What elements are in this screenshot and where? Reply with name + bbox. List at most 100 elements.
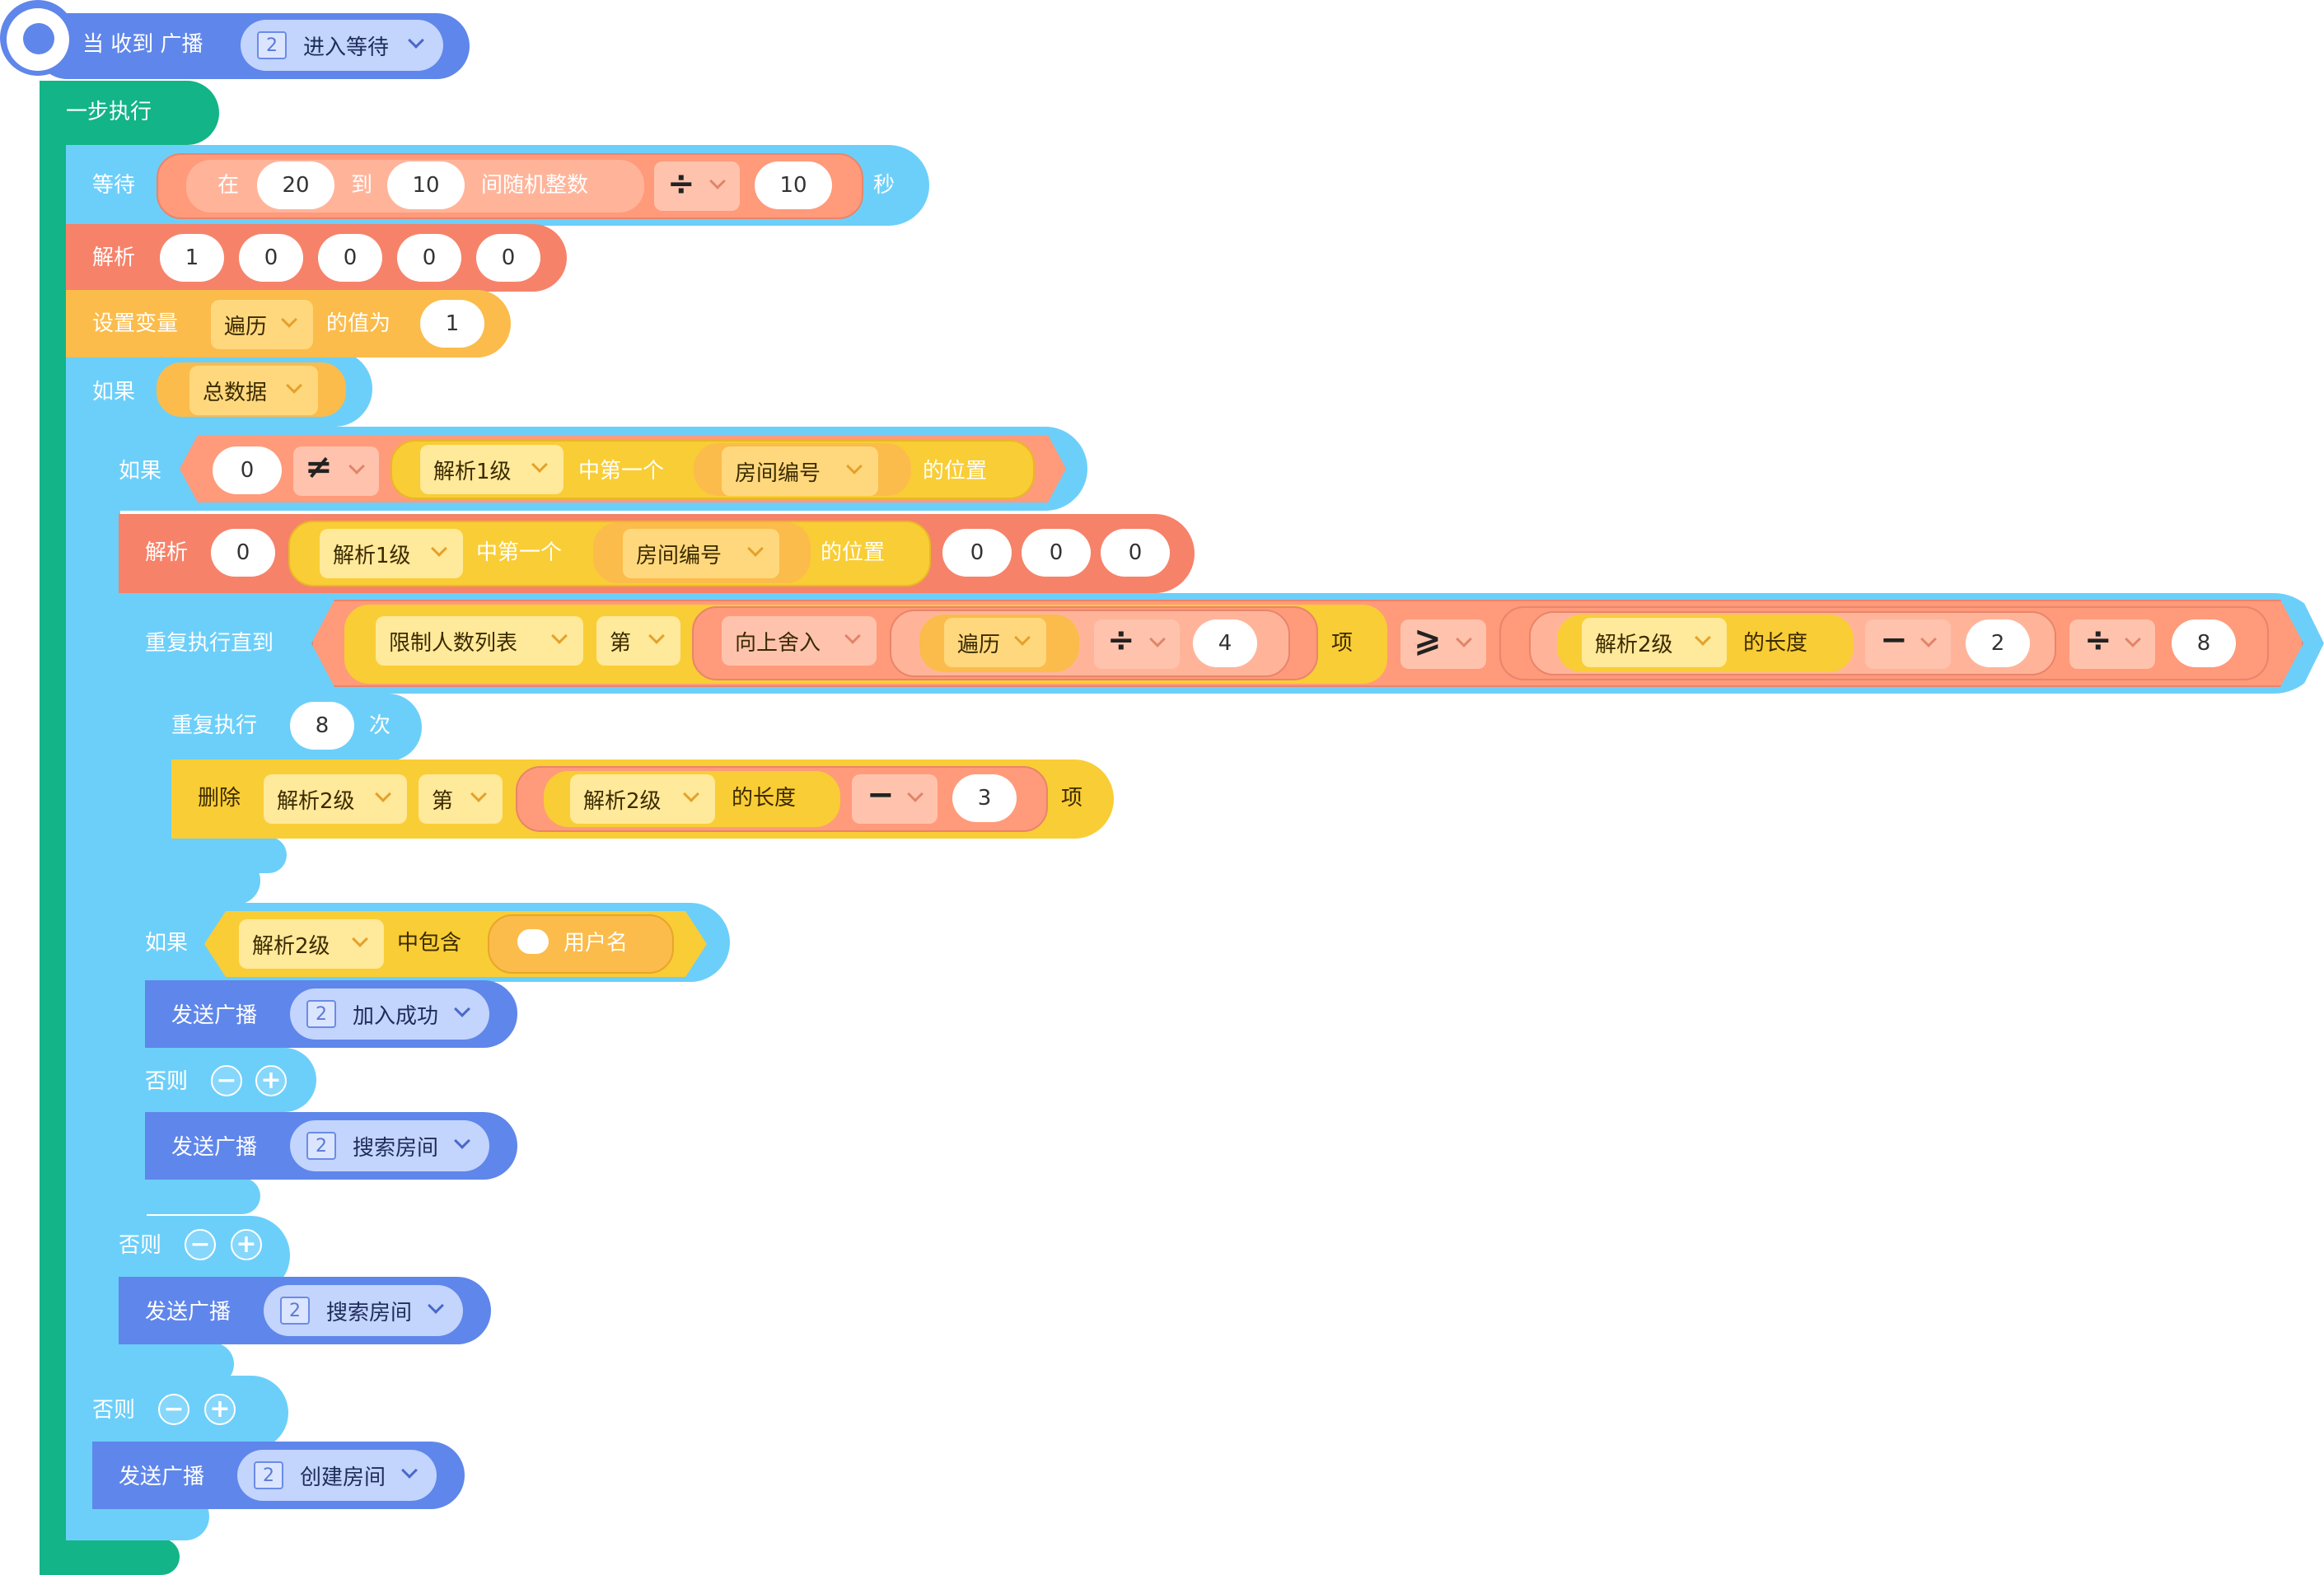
- wait-in-label: 在: [217, 173, 240, 198]
- chevron-down-icon: [1014, 629, 1031, 646]
- delete-idx-dropdown[interactable]: 第: [419, 774, 503, 824]
- else1-label: 否则: [145, 1069, 189, 1094]
- send1-label: 发送广播: [171, 1003, 258, 1028]
- if1-cond-dropdown[interactable]: 总数据: [189, 366, 318, 415]
- parse1-value-2[interactable]: 0: [318, 234, 382, 282]
- wait-divisor-value[interactable]: 10: [755, 161, 832, 209]
- else3-minus-button[interactable]: −: [158, 1394, 189, 1425]
- parse2-item-dropdown[interactable]: 房间编号: [623, 529, 779, 578]
- chevron-down-icon: [551, 628, 568, 644]
- else1-minus-button[interactable]: −: [211, 1065, 242, 1096]
- delete-minus-value[interactable]: 3: [952, 774, 1017, 822]
- repeat-until-div2-dropdown[interactable]: [2069, 619, 2155, 669]
- else2-minus-button[interactable]: −: [185, 1229, 216, 1260]
- if3-list-dropdown[interactable]: 解析2级: [239, 919, 384, 969]
- else3-label: 否则: [92, 1398, 136, 1423]
- delete-list-dropdown-label: 解析2级: [277, 788, 355, 814]
- hat-label: 当 收到 广播: [82, 32, 203, 57]
- repeat-until-list2-dropdown[interactable]: 解析2级: [1582, 618, 1727, 667]
- step-block-arm: [40, 132, 68, 1561]
- setvar-value[interactable]: 1: [420, 300, 484, 348]
- if3-cloud-var-label: 用户名: [563, 931, 629, 956]
- else1-label: 否则: [145, 1069, 189, 1094]
- repeat-n-times-value[interactable]: 8: [290, 702, 354, 750]
- if2-op-dropdown[interactable]: [293, 446, 379, 496]
- else1-plus-button[interactable]: +: [255, 1065, 287, 1096]
- if2-list-dropdown[interactable]: 解析1级: [420, 445, 563, 494]
- chevron-down-icon: [1695, 629, 1711, 646]
- parse2-value-2[interactable]: 0: [1101, 529, 1170, 577]
- parse1-value-0[interactable]: 1: [160, 234, 224, 282]
- parse2-first-value[interactable]: 0: [211, 529, 275, 577]
- setvar-var-dropdown-label: 遍历: [224, 314, 268, 339]
- wait-unit-label: 秒: [873, 173, 895, 198]
- repeat-until-div2-value[interactable]: 8: [2172, 619, 2236, 667]
- repeat-until-div2-symbol[interactable]: ÷: [2084, 621, 2112, 659]
- repeat-until-div-dropdown[interactable]: [1094, 619, 1180, 669]
- chevron-down-icon: [844, 628, 861, 644]
- repeat-until-minus-value[interactable]: 2: [1966, 619, 2030, 667]
- repeat-until-ceil-dropdown-label: 向上舍入: [735, 630, 821, 656]
- repeat-until-var-dropdown-label: 遍历: [957, 632, 1001, 657]
- chevron-down-icon: [281, 311, 297, 328]
- parse1-value-3[interactable]: 0: [397, 234, 461, 282]
- parse1-value-1[interactable]: 0: [239, 234, 303, 282]
- chevron-down-icon: [401, 1462, 418, 1479]
- delete-list2-dropdown[interactable]: 解析2级: [570, 774, 715, 824]
- send2-label: 发送广播: [171, 1135, 258, 1160]
- if2-op-symbol[interactable]: ≠: [305, 448, 333, 486]
- repeat-until-ceil-dropdown[interactable]: 向上舍入: [722, 616, 877, 666]
- parse2-value-0[interactable]: 0: [942, 529, 1012, 577]
- broadcast-message-icon: 2: [254, 1461, 283, 1489]
- satellite-dish-icon: [23, 23, 54, 54]
- wait-from-value[interactable]: 20: [257, 161, 334, 209]
- parse2-value-1[interactable]: 0: [1022, 529, 1091, 577]
- wait-op-symbol[interactable]: ÷: [667, 165, 695, 203]
- send3-label: 发送广播: [145, 1300, 231, 1325]
- repeat-until-list2-dropdown-label: 解析2级: [1595, 632, 1673, 657]
- delete-label: 删除: [198, 786, 241, 811]
- delete-list-dropdown[interactable]: 解析2级: [264, 774, 407, 824]
- wait-to-value[interactable]: 10: [387, 161, 465, 209]
- repeat-until-cmp-symbol[interactable]: ⩾: [1414, 621, 1442, 659]
- chevron-down-icon: [454, 1133, 470, 1149]
- else2-plus-button[interactable]: +: [231, 1229, 262, 1260]
- repeat-until-item-label: 项: [1331, 631, 1354, 656]
- repeat-until-idx-dropdown[interactable]: 第: [596, 616, 680, 666]
- repeat-until-list-dropdown[interactable]: 限制人数列表: [376, 616, 583, 666]
- delete-minus-dropdown[interactable]: [852, 774, 938, 824]
- delete-idx-dropdown-label: 第: [432, 788, 454, 814]
- wait-op-dropdown[interactable]: [654, 161, 740, 211]
- else2-label: 否则: [119, 1233, 162, 1258]
- send1-message-dropdown-label: 加入成功: [353, 1003, 439, 1029]
- delete-minus-symbol[interactable]: −: [867, 776, 895, 814]
- repeat-until-label: 重复执行直到: [145, 631, 274, 656]
- if1-arm: [66, 412, 94, 1400]
- repeat-until-var-dropdown[interactable]: 遍历: [944, 618, 1046, 667]
- parse2-list-dropdown[interactable]: 解析1级: [320, 529, 463, 578]
- chevron-down-icon: [747, 540, 764, 557]
- setvar-var-dropdown[interactable]: 遍历: [211, 300, 313, 349]
- if1-label: 如果: [92, 380, 136, 404]
- repeat-until-div-symbol[interactable]: ÷: [1107, 621, 1135, 659]
- hat-message-dropdown-label: 进入等待: [303, 35, 390, 60]
- repeat-until-cmp-dropdown[interactable]: [1400, 619, 1486, 669]
- if2-left-value[interactable]: 0: [213, 446, 282, 494]
- wait-label: 等待: [92, 173, 136, 198]
- if2-item-dropdown[interactable]: 房间编号: [722, 446, 878, 496]
- else3-plus-button[interactable]: +: [204, 1394, 236, 1425]
- repeat-until-minus-dropdown[interactable]: [1865, 619, 1951, 669]
- delete-item-label: 项: [1061, 786, 1083, 811]
- repeat-until-minus-symbol[interactable]: −: [1880, 621, 1908, 659]
- send3-message-dropdown-label: 搜索房间: [326, 1300, 413, 1325]
- repeat-until-div-value[interactable]: 4: [1193, 619, 1257, 667]
- setvar-value-label: 的值为: [326, 311, 391, 336]
- parse1-value-4[interactable]: 0: [476, 234, 540, 282]
- if3-list-dropdown-label: 解析2级: [252, 933, 330, 959]
